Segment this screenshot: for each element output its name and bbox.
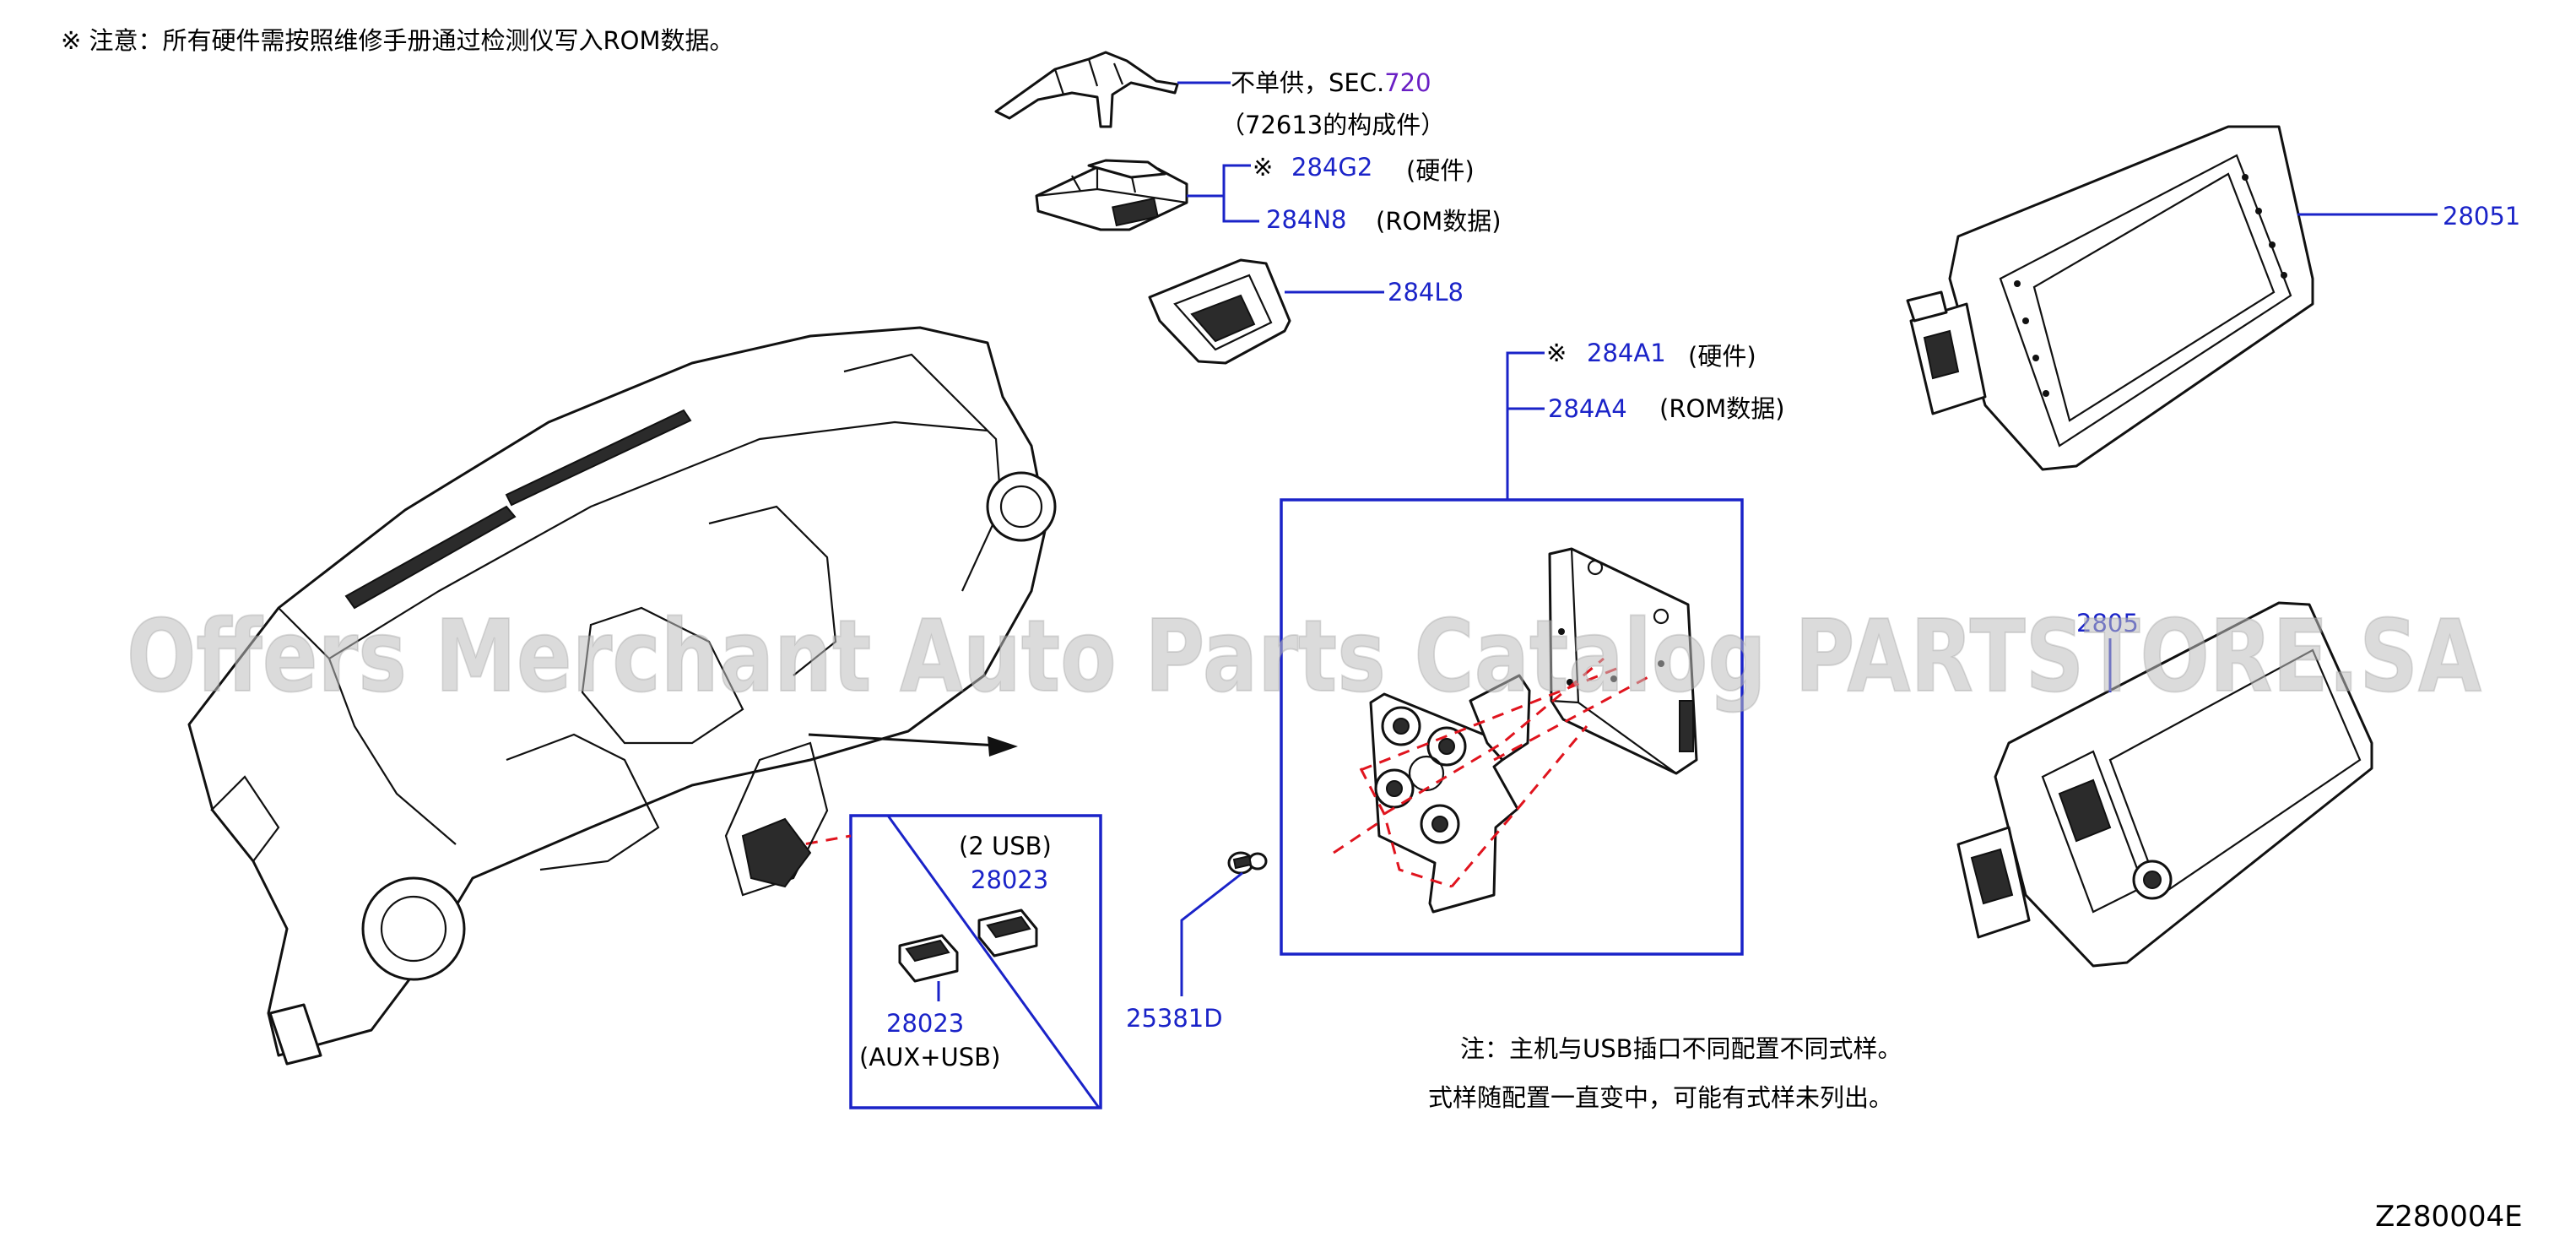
note-line-1: 注：主机与USB插口不同配置不同式样。 [1460, 1034, 1902, 1063]
284g2-desc: (硬件) [1406, 156, 1475, 185]
part-284a4-label[interactable]: 284A4 [1548, 394, 1627, 423]
bracket-drawing [994, 51, 1179, 128]
284g2-mark: ※ [1253, 153, 1273, 182]
radio-second-drawing [1956, 601, 2373, 968]
part-28051-label[interactable]: 28051 [2443, 202, 2520, 231]
usb-2port-drawing [977, 909, 1038, 957]
module-284g2-drawing [1035, 159, 1188, 231]
part-284l8-label[interactable]: 284L8 [1388, 278, 1464, 306]
25381d-leader [1180, 871, 1243, 996]
usb-detail-box [849, 814, 1102, 1109]
284a1-mark: ※ [1546, 339, 1567, 367]
284a1-desc: (硬件) [1688, 342, 1756, 371]
not-sold-text: 不单供，SEC.720 [1231, 68, 1431, 97]
mounting-bracket-drawing [1369, 674, 1531, 914]
dashboard-arrow-head [988, 736, 1018, 757]
284a4-desc: (ROM数据) [1659, 394, 1785, 423]
instrument-panel-drawing [187, 326, 1057, 1066]
watermark-text: Offers Merchant Auto Parts Catalog PARTS… [127, 598, 2481, 714]
not-sold-prefix: 不单供，SEC. [1231, 68, 1384, 97]
usb-dashed-line [745, 834, 852, 856]
part-25381d-label[interactable]: 25381D [1126, 1004, 1223, 1033]
usb-aux-drawing [898, 934, 959, 983]
module-284l8-drawing [1148, 258, 1291, 365]
part-284n8-label[interactable]: 284N8 [1266, 205, 1347, 234]
part-28023-bottom-label[interactable]: 28023 [886, 1009, 964, 1038]
usb-box-diagonal [886, 815, 1101, 1109]
part-284a1-label[interactable]: 284A1 [1587, 339, 1666, 367]
ecu-unit-drawing [1548, 547, 1698, 775]
dashboard-arrow [808, 733, 1014, 748]
two-usb-desc: (2 USB) [959, 832, 1052, 860]
284a1-leader [1506, 351, 1545, 500]
radio-28051-drawing [1906, 125, 2314, 471]
sec-720-link[interactable]: 720 [1384, 68, 1431, 97]
part-284g2-label[interactable]: 284G2 [1291, 153, 1372, 182]
note-line-2: 式样随配置一直变中，可能有式样未列出。 [1428, 1083, 1893, 1112]
diagram-code: Z280004E [2375, 1200, 2523, 1234]
ecu-detail-box [1280, 498, 1744, 956]
284n8-desc: (ROM数据) [1376, 207, 1502, 236]
notice-text: ※ 注意：所有硬件需按照维修手册通过检测仪写入ROM数据。 [61, 26, 734, 55]
aux-usb-desc: (AUX+USB) [859, 1043, 1000, 1071]
assembly-dashed-lines [1333, 657, 1655, 888]
284g2-leader [1187, 164, 1259, 223]
clip-25381d-drawing [1227, 851, 1268, 875]
component-of-text: （72613的构成件） [1220, 111, 1445, 139]
part-2805-label[interactable]: 2805 [2076, 609, 2139, 637]
part-28023-top-label[interactable]: 28023 [971, 865, 1048, 894]
